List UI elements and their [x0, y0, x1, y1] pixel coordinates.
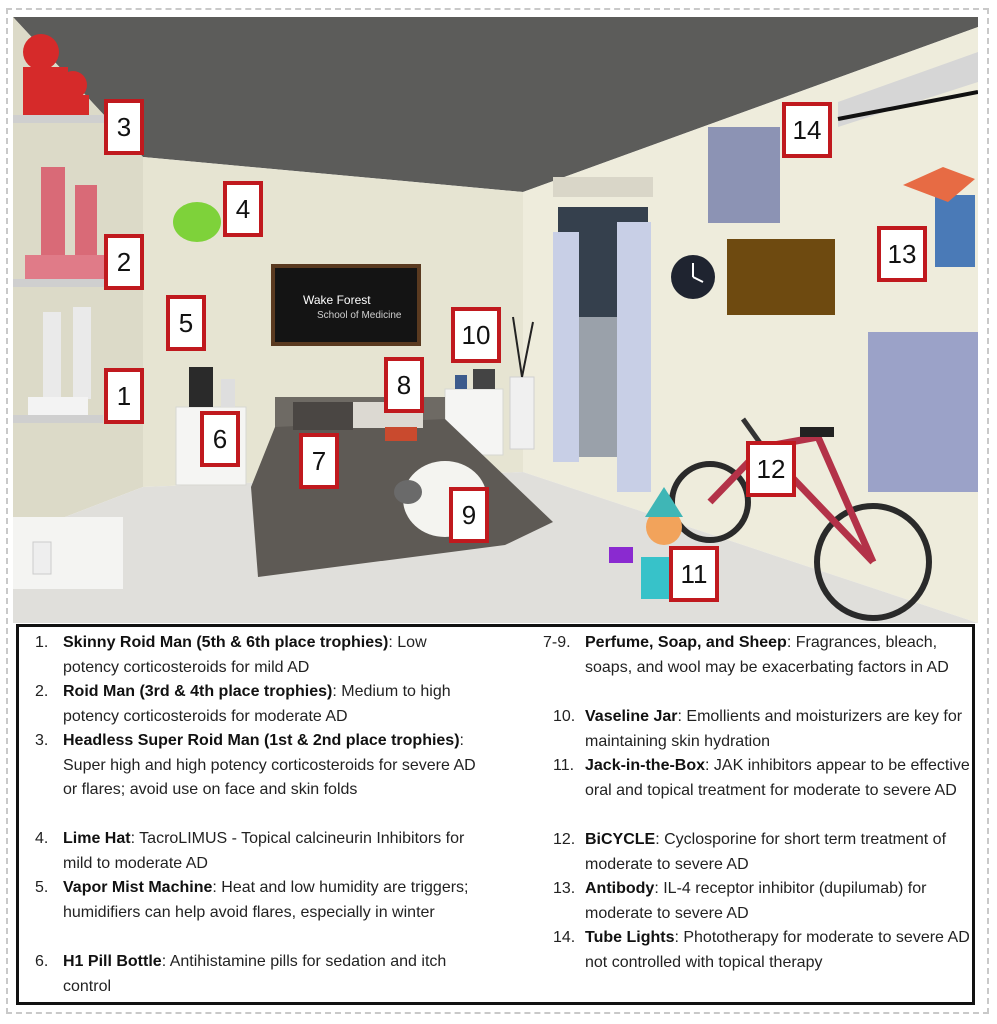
marker-3: 3 [104, 99, 144, 155]
marker-4: 4 [223, 181, 263, 237]
legend-item-1: 1. Skinny Roid Man (5th & 6th place trop… [33, 631, 483, 680]
legend-num: 12. [553, 831, 576, 848]
legend-title: Jack-in-the-Box [585, 757, 706, 774]
legend-desc: : TacroLIMUS - Topical calcineurin Inhib… [63, 830, 465, 872]
legend-desc: : Emollients and moisturizers are key fo… [585, 708, 963, 750]
marker-8: 8 [384, 357, 424, 413]
legend-item-2: 2. Roid Man (3rd & 4th place trophies): … [33, 680, 483, 729]
legend-num: 1. [35, 634, 49, 651]
legend-desc: : Super high and high potency corticoste… [63, 732, 476, 798]
legend-item-7-9: 7-9. Perfume, Soap, and Sheep: Fragrance… [543, 631, 973, 705]
legend-title: Perfume, Soap, and Sheep [585, 634, 787, 651]
legend-item-12: 12. BiCYCLE: Cyclosporine for short term… [543, 828, 973, 877]
legend-item-13: 13. Antibody: IL-4 receptor inhibitor (d… [543, 877, 973, 926]
legend-title: BiCYCLE [585, 831, 656, 848]
legend-title: Lime Hat [63, 830, 131, 847]
marker-1: 1 [104, 368, 144, 424]
marker-9: 9 [449, 487, 489, 543]
legend-num: 14. [553, 929, 576, 946]
legend-title: Antibody [585, 880, 655, 897]
legend-num: 4. [35, 830, 49, 847]
legend-num: 7-9. [543, 634, 571, 651]
marker-12: 12 [746, 441, 796, 497]
legend-item-3: 3. Headless Super Roid Man (1st & 2nd pl… [33, 729, 483, 827]
legend-desc: : Medium to high potency corticosteroids… [63, 683, 451, 725]
legend-desc: : Fragrances, bleach, soaps, and wool ma… [585, 634, 949, 676]
legend-num: 6. [35, 953, 49, 970]
legend-title: Skinny Roid Man (5th & 6th place trophie… [63, 634, 389, 651]
legend-desc: : Cyclosporine for short term treatment … [585, 831, 947, 873]
dashed-frame [6, 8, 989, 1014]
marker-6: 6 [200, 411, 240, 467]
legend-desc: : Antihistamine pills for sedation and i… [63, 953, 447, 995]
marker-14: 14 [782, 102, 832, 158]
legend-desc: : Low potency corticosteroids for mild A… [63, 634, 427, 676]
legend-desc: : IL-4 receptor inhibitor (dupilumab) fo… [585, 880, 927, 922]
legend-desc: : Phototherapy for moderate to severe AD… [585, 929, 970, 971]
bedroom-scene: Wake Forest School of Medicine [13, 17, 978, 623]
legend-title: H1 Pill Bottle [63, 953, 162, 970]
marker-13: 13 [877, 226, 927, 282]
legend-num: 11. [553, 757, 575, 774]
legend-title: Tube Lights [585, 929, 675, 946]
logo-line1: Wake Forest [303, 293, 371, 307]
marker-7: 7 [299, 433, 339, 489]
marker-10: 10 [451, 307, 501, 363]
legend-title: Vaseline Jar [585, 708, 678, 725]
legend-item-6: 6. H1 Pill Bottle: Antihistamine pills f… [33, 950, 483, 999]
legend-item-4: 4. Lime Hat: TacroLIMUS - Topical calcin… [33, 827, 483, 876]
logo-line2: School of Medicine [317, 310, 402, 321]
legend-num: 3. [35, 732, 49, 749]
legend-title: Vapor Mist Machine [63, 879, 213, 896]
legend-num: 2. [35, 683, 49, 700]
marker-5: 5 [166, 295, 206, 351]
legend-num: 10. [553, 708, 576, 725]
legend-item-10: 10. Vaseline Jar: Emollients and moistur… [543, 705, 973, 754]
legend-num: 5. [35, 879, 49, 896]
legend-item-5: 5. Vapor Mist Machine: Heat and low humi… [33, 876, 483, 950]
legend-title: Headless Super Roid Man (1st & 2nd place… [63, 732, 460, 749]
legend-title: Roid Man (3rd & 4th place trophies) [63, 683, 333, 700]
legend-right-column: 7-9. Perfume, Soap, and Sheep: Fragrance… [543, 631, 973, 975]
legend-num: 13. [553, 880, 576, 897]
legend-desc: : Heat and low humidity are triggers; hu… [63, 879, 469, 921]
legend-item-14: 14. Tube Lights: Phototherapy for modera… [543, 926, 973, 975]
legend-left-column: 1. Skinny Roid Man (5th & 6th place trop… [33, 631, 483, 999]
legend-box: 1. Skinny Roid Man (5th & 6th place trop… [16, 624, 975, 1005]
marker-2: 2 [104, 234, 144, 290]
legend-desc: : JAK inhibitors appear to be effective … [585, 757, 970, 799]
legend-item-11: 11. Jack-in-the-Box: JAK inhibitors appe… [543, 754, 973, 828]
marker-11: 11 [669, 546, 719, 602]
